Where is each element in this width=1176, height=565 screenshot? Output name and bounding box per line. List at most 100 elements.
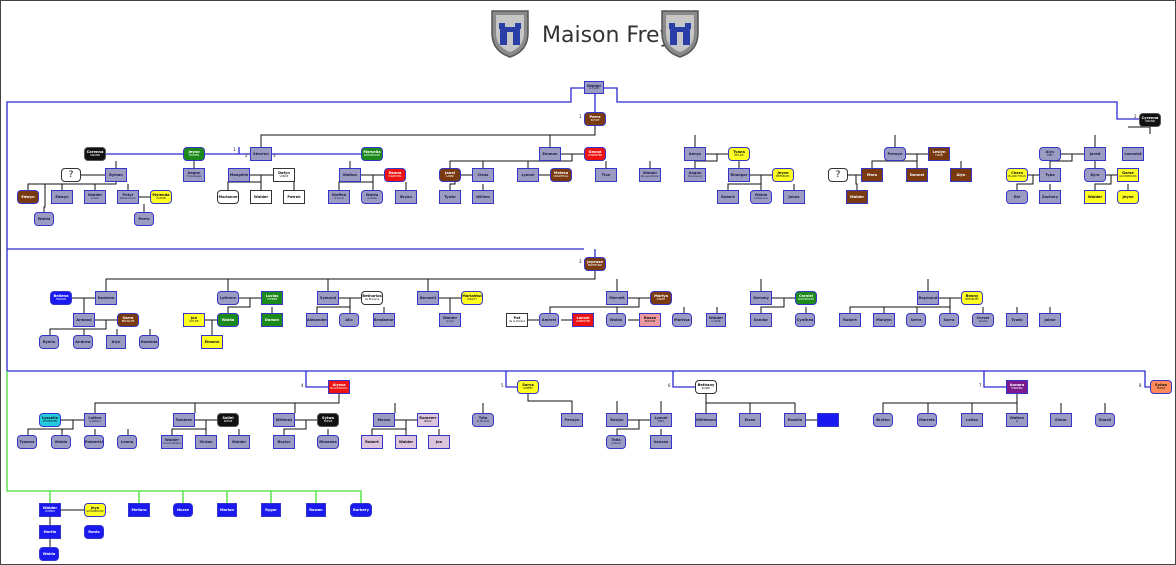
person-node: Maron: [373, 413, 395, 427]
person-name: Walder: [849, 194, 865, 199]
person-subtitle: LANNISTER: [575, 319, 591, 323]
person-name: Ebi: [1013, 194, 1021, 199]
person-node: Alix: [339, 313, 359, 327]
person-node: Mara: [861, 168, 883, 182]
person-node: Arwood: [73, 313, 95, 327]
person-node: Jon: [428, 435, 450, 449]
person-node: Robert: [361, 435, 383, 449]
person-node: Alyn: [106, 335, 126, 349]
person-name: Jon: [435, 439, 443, 444]
person-name: Chara: [1011, 171, 1023, 176]
person-name: Walder: [42, 506, 58, 511]
person-name: Ryman: [109, 172, 123, 177]
person-name: Marlon: [219, 507, 235, 512]
person-name: Alyssa: [332, 383, 346, 388]
person-name: Cyrenna: [1141, 116, 1159, 121]
person-name: Jared: [1089, 151, 1101, 156]
person-name: Tywin: [444, 194, 456, 199]
person-node: Andrew: [73, 335, 93, 349]
person-subtitle: VANCE: [279, 174, 289, 178]
person-subtitle: le Tardif: [588, 87, 600, 91]
person-node: Rygar: [261, 503, 281, 517]
person-node: Beylor: [273, 435, 295, 449]
person-node: Walton: [339, 168, 361, 182]
person-subtitle: WAGHT: [467, 297, 477, 301]
person-subtitle: ERENFORD: [587, 263, 603, 267]
branch-number: 5: [501, 383, 504, 388]
person-subtitle: WAYNWOOD: [797, 297, 815, 301]
person-name: Shaeli: [1098, 417, 1112, 422]
person-node: Whitney: [273, 413, 295, 427]
person-name: Williemen: [695, 417, 717, 422]
person-node: Williemen: [695, 413, 717, 427]
branch-number: 6: [668, 383, 671, 388]
person-name: Robert: [721, 194, 735, 199]
person-subtitle: PAEGE: [1156, 386, 1166, 390]
person-name: Leslyn: [932, 150, 946, 155]
person-node: Leana: [117, 435, 137, 449]
branch-number: 2: [1134, 114, 1137, 119]
person-name: Mylenda: [152, 193, 170, 198]
person-node: Elsee: [739, 413, 761, 427]
person-node: Patrek: [283, 190, 305, 204]
person-name: Robert: [365, 439, 379, 444]
person-node: Ronlo: [84, 525, 104, 539]
person-name: Lancel: [576, 316, 590, 321]
person-name: Bryton: [876, 417, 890, 422]
person-subtitle: BEESBURY: [965, 297, 979, 301]
person-node: Stevron: [250, 147, 272, 161]
person-name: Emberlei: [85, 439, 103, 444]
person-name: Jonos: [788, 194, 800, 199]
person-name: Leana: [120, 439, 134, 444]
person-node: Leilan: [961, 413, 983, 427]
person-name: Edwyn: [21, 194, 35, 199]
person-name: Zachery: [1041, 194, 1059, 199]
person-name: Alesander: [306, 317, 328, 322]
person-name: Stevron: [253, 151, 269, 156]
person-node: Maegelle: [228, 168, 250, 182]
person-name: Garse: [1122, 171, 1134, 176]
person-node: Damon: [261, 313, 283, 327]
person-name: Jeyne: [777, 171, 789, 176]
person-node: Walder: [228, 435, 250, 449]
person-subtitle: LANNISTER: [587, 153, 603, 157]
person-name: Marianne: [218, 194, 238, 199]
person-subtitle: LYDDEN: [188, 153, 200, 157]
person-node: Raymund: [917, 291, 939, 305]
person-name: Aegon: [688, 171, 702, 176]
person-name: Sallei: [222, 416, 234, 421]
branch-number: 3: [273, 153, 276, 158]
person-name: Andrew: [75, 339, 91, 344]
person-subtitle: Tintedeglas: [186, 174, 202, 178]
person-name: Tyana: [733, 150, 745, 155]
person-name: Hosteda: [140, 339, 158, 344]
person-name: Jaime: [1044, 317, 1056, 322]
person-node: ?: [828, 168, 848, 182]
person-node: Marianne: [217, 190, 239, 204]
person-node: Elmar: [1050, 413, 1072, 427]
person-node: Ryman: [105, 168, 127, 182]
person-name: Jeyne: [188, 150, 200, 155]
person-name: Walder: [708, 316, 724, 321]
person-node: Aenys: [684, 147, 706, 161]
person-node: Tion: [595, 168, 617, 182]
person-name: Deana: [388, 171, 402, 176]
person-node: Perra: [134, 212, 154, 226]
person-name: Melesa: [553, 171, 569, 176]
person-name: Tyta: [478, 416, 488, 421]
person-name: Alyx: [1045, 150, 1055, 155]
